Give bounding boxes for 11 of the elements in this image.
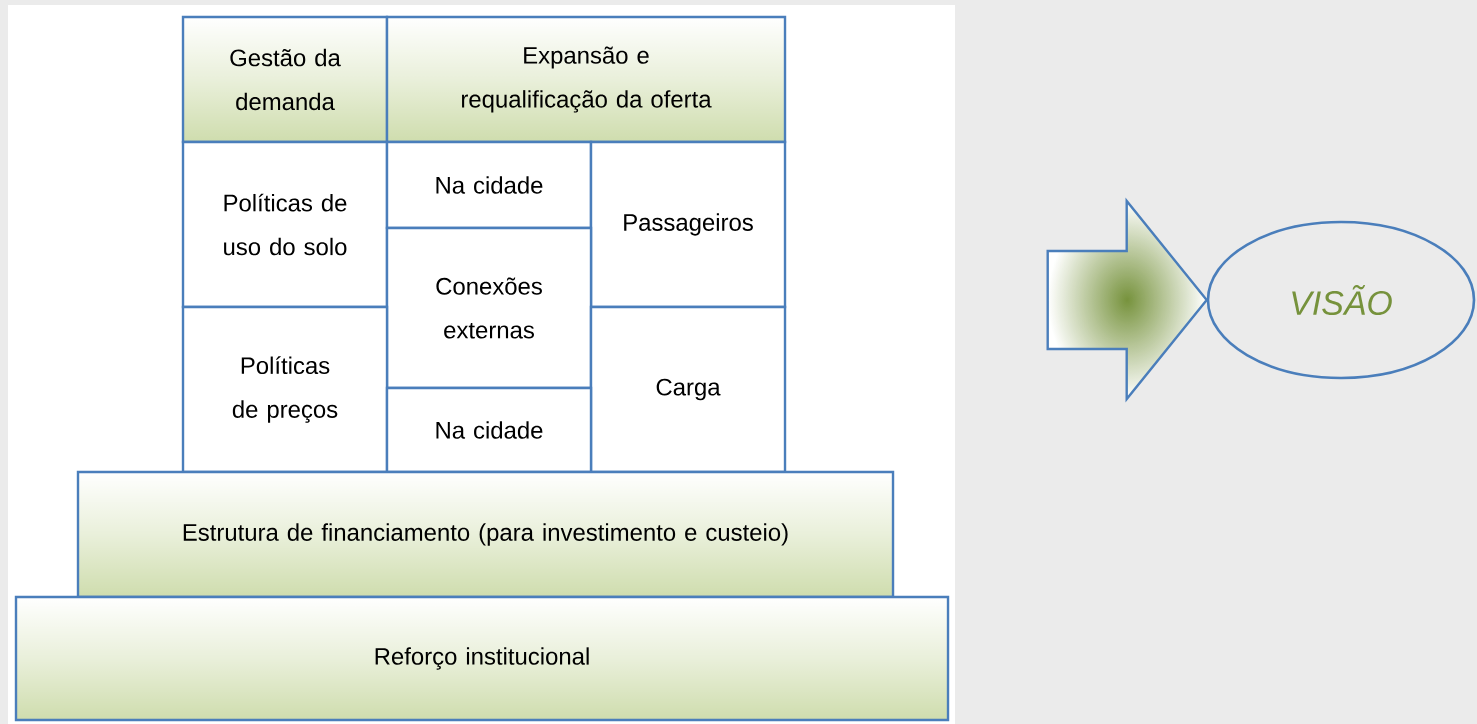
block-arrow <box>1046 197 1209 403</box>
pillar-box: Políticas de uso do solo <box>181 140 389 309</box>
pillar-box: Gestão da demanda <box>181 15 389 144</box>
pillar-box: Passageiros <box>589 140 787 309</box>
pillar-box: Reforço institucional <box>14 595 950 722</box>
pillar-box: Estrutura de financiamento (para investimento e custeio) <box>76 470 895 599</box>
pillar-box: Na cidade <box>385 386 593 474</box>
pillar-box: Na cidade <box>385 140 593 230</box>
pillar-box: Carga <box>589 305 787 474</box>
pillar-box: Conexões externas <box>385 226 593 390</box>
pillar-box: Políticas de preços <box>181 305 389 474</box>
